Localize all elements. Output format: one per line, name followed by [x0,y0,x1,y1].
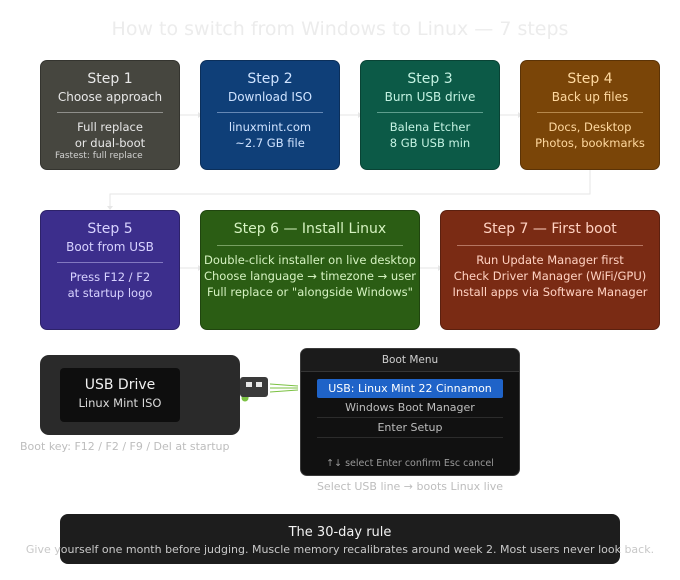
step-7-title: Step 7 — First boot [483,221,617,237]
arrow-4-5 [109,170,591,208]
step-6-line-3: Full replace or "alongside Windows" [207,285,413,299]
step-6-line-2: Choose language → timezone → user [203,269,417,283]
step-7-line-1: Run Update Manager first [476,253,624,267]
step-4-subtitle: Back up files [551,90,629,104]
page-title: How to switch from Windows to Linux — 7 … [111,18,569,40]
usb-drive-label: USB Drive Linux Mint ISO [60,368,180,422]
step-5-subtitle: Boot from USB [66,240,154,254]
boot-option-setup[interactable]: Enter Setup [317,418,503,438]
step-3-card: Step 3 Burn USB drive Balena Etcher 8 GB… [360,60,500,170]
step-6-title: Step 6 — Install Linux [233,221,387,237]
step-2-line-2: ~2.7 GB file [235,136,305,150]
boot-option-usb[interactable]: USB: Linux Mint 22 Cinnamon [317,379,503,398]
step-7-card: Step 7 — First boot Run Update Manager f… [440,210,660,330]
divider [377,112,483,113]
step-1-note: Fastest: full replace [55,151,143,161]
step-2-line-1: linuxmint.com [228,120,312,134]
divider [217,112,323,113]
boot-option-windows[interactable]: Windows Boot Manager [317,398,503,418]
step-5-card: Step 5 Boot from USB Press F12 / F2 at s… [40,210,180,330]
step-4-title: Step 4 [567,71,613,87]
step-7-line-3: Install apps via Software Manager [452,285,648,299]
step-1-subtitle: Choose approach [57,90,163,104]
boot-menu-header: Boot Menu [301,349,519,372]
divider [217,245,403,246]
step-1-title: Step 1 [87,71,133,87]
step-4-line-2: Photos, bookmarks [535,136,645,150]
rule-text: Give yourself one month before judging. … [25,543,655,556]
step-5-title: Step 5 [87,221,133,237]
boot-menu: Boot Menu USB: Linux Mint 22 Cinnamon Wi… [300,348,520,476]
step-6-card: Step 6 — Install Linux Double-click inst… [200,210,420,330]
step-2-title: Step 2 [247,71,293,87]
step-3-line-2: 8 GB USB min [389,136,471,150]
divider [57,112,163,113]
step-1-line-1: Full replace [77,120,143,134]
usb-drive-subtitle: Linux Mint ISO [78,396,162,410]
usb-connector-icon [240,377,268,397]
step-4-line-1: Docs, Desktop [548,120,632,134]
step-3-subtitle: Burn USB drive [384,90,476,104]
usb-pin [256,382,262,387]
step-3-line-1: Balena Etcher [389,120,471,134]
divider [457,245,643,246]
step-5-line-1: Press F12 / F2 [69,270,151,284]
step-5-line-2: at startup logo [67,286,153,300]
step-1-card: Step 1 Choose approach Full replace or d… [40,60,180,170]
step-1-line-2: or dual-boot [74,136,146,150]
rule-title: The 30-day rule [288,525,392,540]
usb-pin [246,382,252,387]
boot-menu-footer: ↑↓ select Enter confirm Esc cancel [326,458,494,469]
step-4-card: Step 4 Back up files Docs, Desktop Photo… [520,60,660,170]
boot-key-caption: Boot key: F12 / F2 / F9 / Del at startup [20,440,230,453]
usb-drive-title: USB Drive [84,377,156,393]
step-2-card: Step 2 Download ISO linuxmint.com ~2.7 G… [200,60,340,170]
step-6-line-1: Double-click installer on live desktop [204,253,416,267]
divider [537,112,643,113]
step-7-line-2: Check Driver Manager (WiFi/GPU) [453,269,647,283]
step-2-subtitle: Download ISO [227,90,313,104]
step-3-title: Step 3 [407,71,453,87]
divider [57,262,163,263]
rule-panel [60,514,620,564]
boot-menu-caption: Select USB line → boots Linux live [316,480,504,493]
